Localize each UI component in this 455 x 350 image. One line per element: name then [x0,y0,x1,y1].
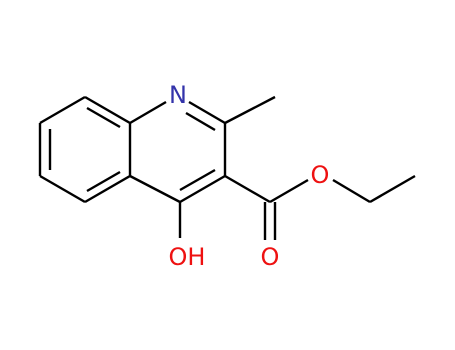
bond-c7-c6 [39,174,86,204]
bond-carbonyl-c-ester-o [269,178,309,204]
bond-ester-o-ch2 [332,178,371,204]
bond-c3-c4-outer [179,174,226,204]
bond-c3-c4-inner [179,168,216,192]
bond-c4-c4a [129,174,181,204]
bond-c6-c5-inner [86,170,121,193]
bond-n1-c2-outer [188,100,226,125]
bond-n1-c2-inner [185,111,216,132]
bond-c8a-c8 [39,95,86,125]
bond-c6-c5-outer [84,174,131,204]
bond-c4a-c8a-outer [84,95,131,125]
carbonyl-oxygen-label: O [261,243,280,271]
nitrogen-label: N [169,81,187,109]
bond-ch2-ch3 [369,174,416,204]
bond-c3-carbonyl-c [224,174,271,204]
bond-c2-methyl [224,95,276,125]
hydroxyl-label: OH [169,243,206,271]
ester-oxygen-label: O [311,161,330,189]
bond-c4a-c8a-inner [86,106,121,129]
bond-c8a-n1 [129,100,167,125]
